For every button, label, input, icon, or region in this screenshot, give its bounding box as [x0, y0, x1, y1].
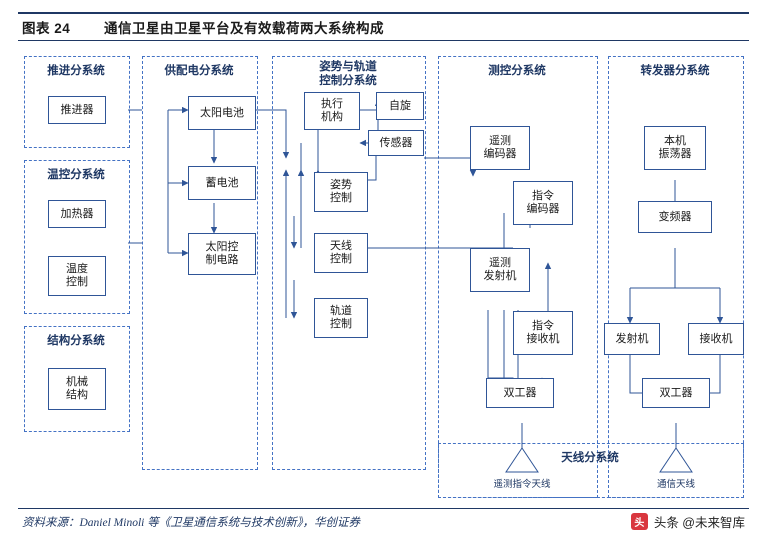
node-solar-cell[interactable]: 太阳电池	[188, 96, 256, 130]
group-title-attitude-orbit: 姿势与轨道 控制分系统	[319, 61, 377, 87]
group-structure	[24, 326, 130, 432]
group-title-propulsion: 推进分系统	[47, 65, 105, 77]
node-duplexer-telemetry[interactable]: 双工器	[486, 378, 554, 408]
node-frequency-converter[interactable]: 变频器	[638, 201, 712, 233]
node-thruster[interactable]: 推进器	[48, 96, 106, 124]
group-title-structure: 结构分系统	[47, 335, 105, 347]
diagram-canvas: 推进分系统 温控分系统 结构分系统 供配电分系统 姿势与轨道 控制分系统 测控分…	[18, 48, 749, 500]
node-temperature-control[interactable]: 温度 控制	[48, 256, 106, 296]
node-receiver[interactable]: 接收机	[688, 323, 744, 355]
antenna-label-communication: 通信天线	[656, 479, 695, 490]
node-solar-control-circuit[interactable]: 太阳控 制电路	[188, 233, 256, 275]
node-telemetry-encoder[interactable]: 遥测 编码器	[470, 126, 530, 170]
node-mechanical-structure[interactable]: 机械 结构	[48, 368, 106, 410]
node-duplexer-communication[interactable]: 双工器	[642, 378, 710, 408]
antenna-label-telemetry-command: 遥测指令天线	[493, 479, 551, 490]
node-actuator[interactable]: 执行 机构	[304, 92, 360, 130]
group-title-power: 供配电分系统	[164, 65, 234, 77]
node-sensor[interactable]: 传感器	[368, 130, 424, 156]
figure-title: 通信卫星由卫星平台及有效载荷两大系统构成	[104, 21, 384, 36]
group-attitude-orbit	[272, 56, 426, 470]
node-heater[interactable]: 加热器	[48, 200, 106, 228]
group-title-antenna: 天线分系统	[561, 452, 619, 464]
source-note: 资料来源：Daniel Minoli 等《卫星通信系统与技术创新》，华创证券	[22, 517, 360, 529]
group-thermal	[24, 160, 130, 314]
node-spin[interactable]: 自旋	[376, 92, 424, 120]
group-title-transponder: 转发器分系统	[640, 65, 710, 77]
brand-text: 头条 @未来智库	[653, 516, 745, 530]
brand-mark: 头 头条 @未来智库	[630, 512, 745, 531]
node-transmitter[interactable]: 发射机	[604, 323, 660, 355]
node-command-encoder[interactable]: 指令 编码器	[513, 181, 573, 225]
figure-label: 图表 24	[22, 21, 71, 36]
header-rule-top	[18, 12, 749, 14]
group-antenna	[438, 443, 744, 498]
node-attitude-control[interactable]: 姿势 控制	[314, 172, 368, 212]
group-transponder	[608, 56, 744, 498]
group-title-tracking-telemetry: 测控分系统	[488, 65, 546, 77]
toutiao-logo-icon: 头	[630, 513, 648, 530]
node-antenna-control[interactable]: 天线 控制	[314, 233, 368, 273]
group-title-thermal: 温控分系统	[47, 169, 105, 181]
node-telemetry-transmitter[interactable]: 遥测 发射机	[470, 248, 530, 292]
node-local-oscillator[interactable]: 本机 振荡器	[644, 126, 706, 170]
group-propulsion	[24, 56, 130, 148]
node-battery[interactable]: 蓄电池	[188, 166, 256, 200]
node-command-receiver[interactable]: 指令 接收机	[513, 311, 573, 355]
footer-rule	[18, 508, 749, 509]
header-rule-bottom	[18, 40, 749, 41]
node-orbit-control[interactable]: 轨道 控制	[314, 298, 368, 338]
group-power	[142, 56, 258, 470]
